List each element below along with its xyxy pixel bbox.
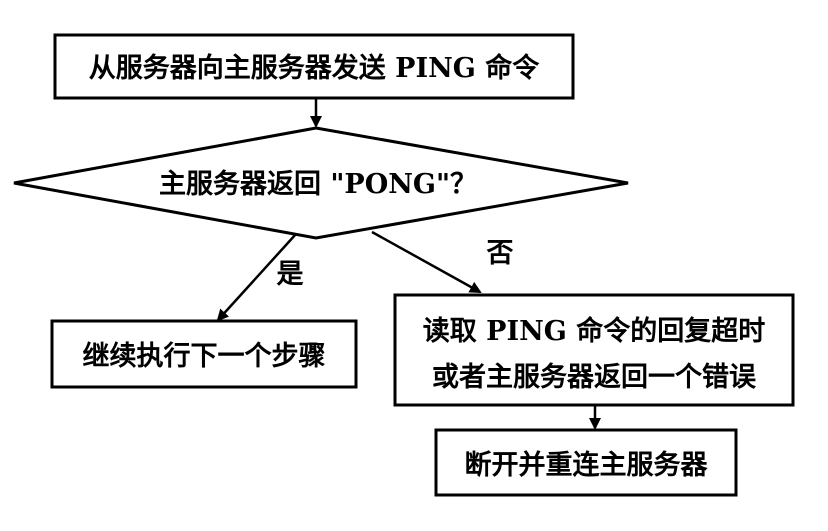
decision-node: 主服务器返回 "PONG"？ [13,126,629,240]
start-step-node: 从服务器向主服务器发送 PING 命令 [53,33,575,100]
no-step-label-line2: 或者主服务器返回一个错误 [432,362,757,393]
start-step-label: 从服务器向主服务器发送 PING 命令 [89,52,540,84]
no-step-label-line1: 读取 PING 命令的回复超时 [423,315,765,347]
final-step-node: 断开并重连主服务器 [434,428,738,497]
final-step-label: 断开并重连主服务器 [465,449,709,481]
no-step-node: 读取 PING 命令的回复超时 或者主服务器返回一个错误 [393,293,795,407]
yes-step-node: 继续执行下一个步骤 [50,319,358,389]
arrow-yes-branch [216,233,297,322]
yes-step-label: 继续执行下一个步骤 [83,340,326,372]
yes-branch-label: 是 [277,259,304,290]
decision-label: 主服务器返回 "PONG"？ [159,169,477,200]
no-branch-label: 否 [487,238,514,269]
arrow-no-branch [371,230,482,294]
